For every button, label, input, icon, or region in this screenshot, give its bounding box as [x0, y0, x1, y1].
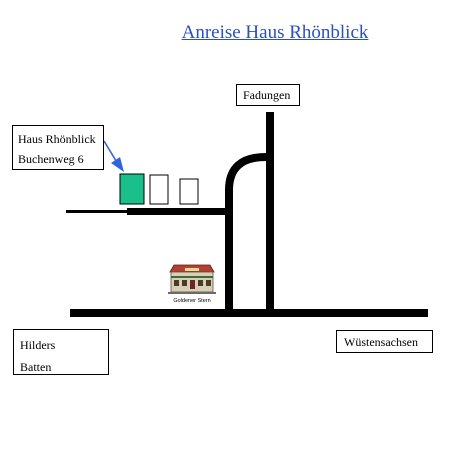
hotel-sign-label: Goldener Stern [173, 298, 210, 304]
arrow-icon [103, 140, 124, 172]
fadungen-label: Fadungen [243, 88, 291, 102]
batten-label: Batten [20, 360, 52, 374]
haus-street-label: Buchenweg 6 [18, 152, 84, 166]
hilders-batten-box: Hilders Batten [13, 329, 109, 375]
page-title-link[interactable]: Anreise Haus Rhönblick [181, 22, 369, 43]
wuestensachsen-label-box: Wüstensachsen [336, 330, 433, 353]
haus-name-label: Haus Rhönblick [18, 132, 96, 146]
neighbor-house-2 [179, 178, 199, 205]
footpath [66, 210, 128, 213]
neighbor-house-1 [149, 174, 169, 205]
hotel-building-icon[interactable]: Goldener Stern [168, 264, 216, 304]
road-to-fadungen [266, 112, 274, 312]
wuestensachsen-label: Wüstensachsen [344, 335, 418, 349]
curved-road [225, 153, 267, 312]
hilders-label: Hilders [20, 338, 56, 352]
side-road [127, 208, 230, 215]
fadungen-label-box: Fadungen [236, 84, 300, 106]
haus-address-box: Haus Rhönblick Buchenweg 6 [12, 125, 104, 170]
main-road [70, 309, 428, 317]
haus-rhoenblick-marker[interactable] [119, 173, 145, 205]
